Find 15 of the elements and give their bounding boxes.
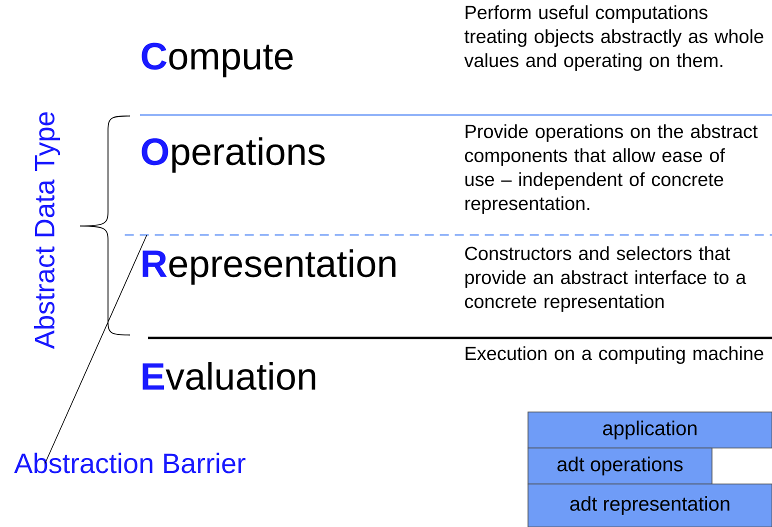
layer-description: Constructors and selectors that provide an abstract interface to a concrete representation bbox=[465, 246, 746, 312]
layer-heading: Evaluation bbox=[142, 362, 316, 390]
layer-heading: Compute bbox=[142, 42, 293, 78]
stack-layer: adt operations bbox=[528, 448, 712, 484]
layer-description: Execution on a computing machine bbox=[466, 346, 764, 364]
leader-line bbox=[44, 234, 148, 464]
layer-heading: Representation bbox=[142, 249, 396, 285]
vertical-label: Abstract Data Type bbox=[34, 112, 60, 349]
layer-description: Perform useful computations treating objects abstractly as whole values and operating on them. bbox=[464, 5, 764, 71]
caption-label: Abstraction Barrier bbox=[14, 452, 246, 474]
layer-description: Provide operations on the abstract components that allow ease of use – independent of concrete representation. bbox=[465, 124, 758, 214]
stack-layer: application bbox=[528, 412, 772, 448]
stack-layer: adt representation bbox=[528, 484, 772, 527]
barrier-line bbox=[124, 234, 772, 236]
layer-heading: Operations bbox=[142, 137, 325, 173]
